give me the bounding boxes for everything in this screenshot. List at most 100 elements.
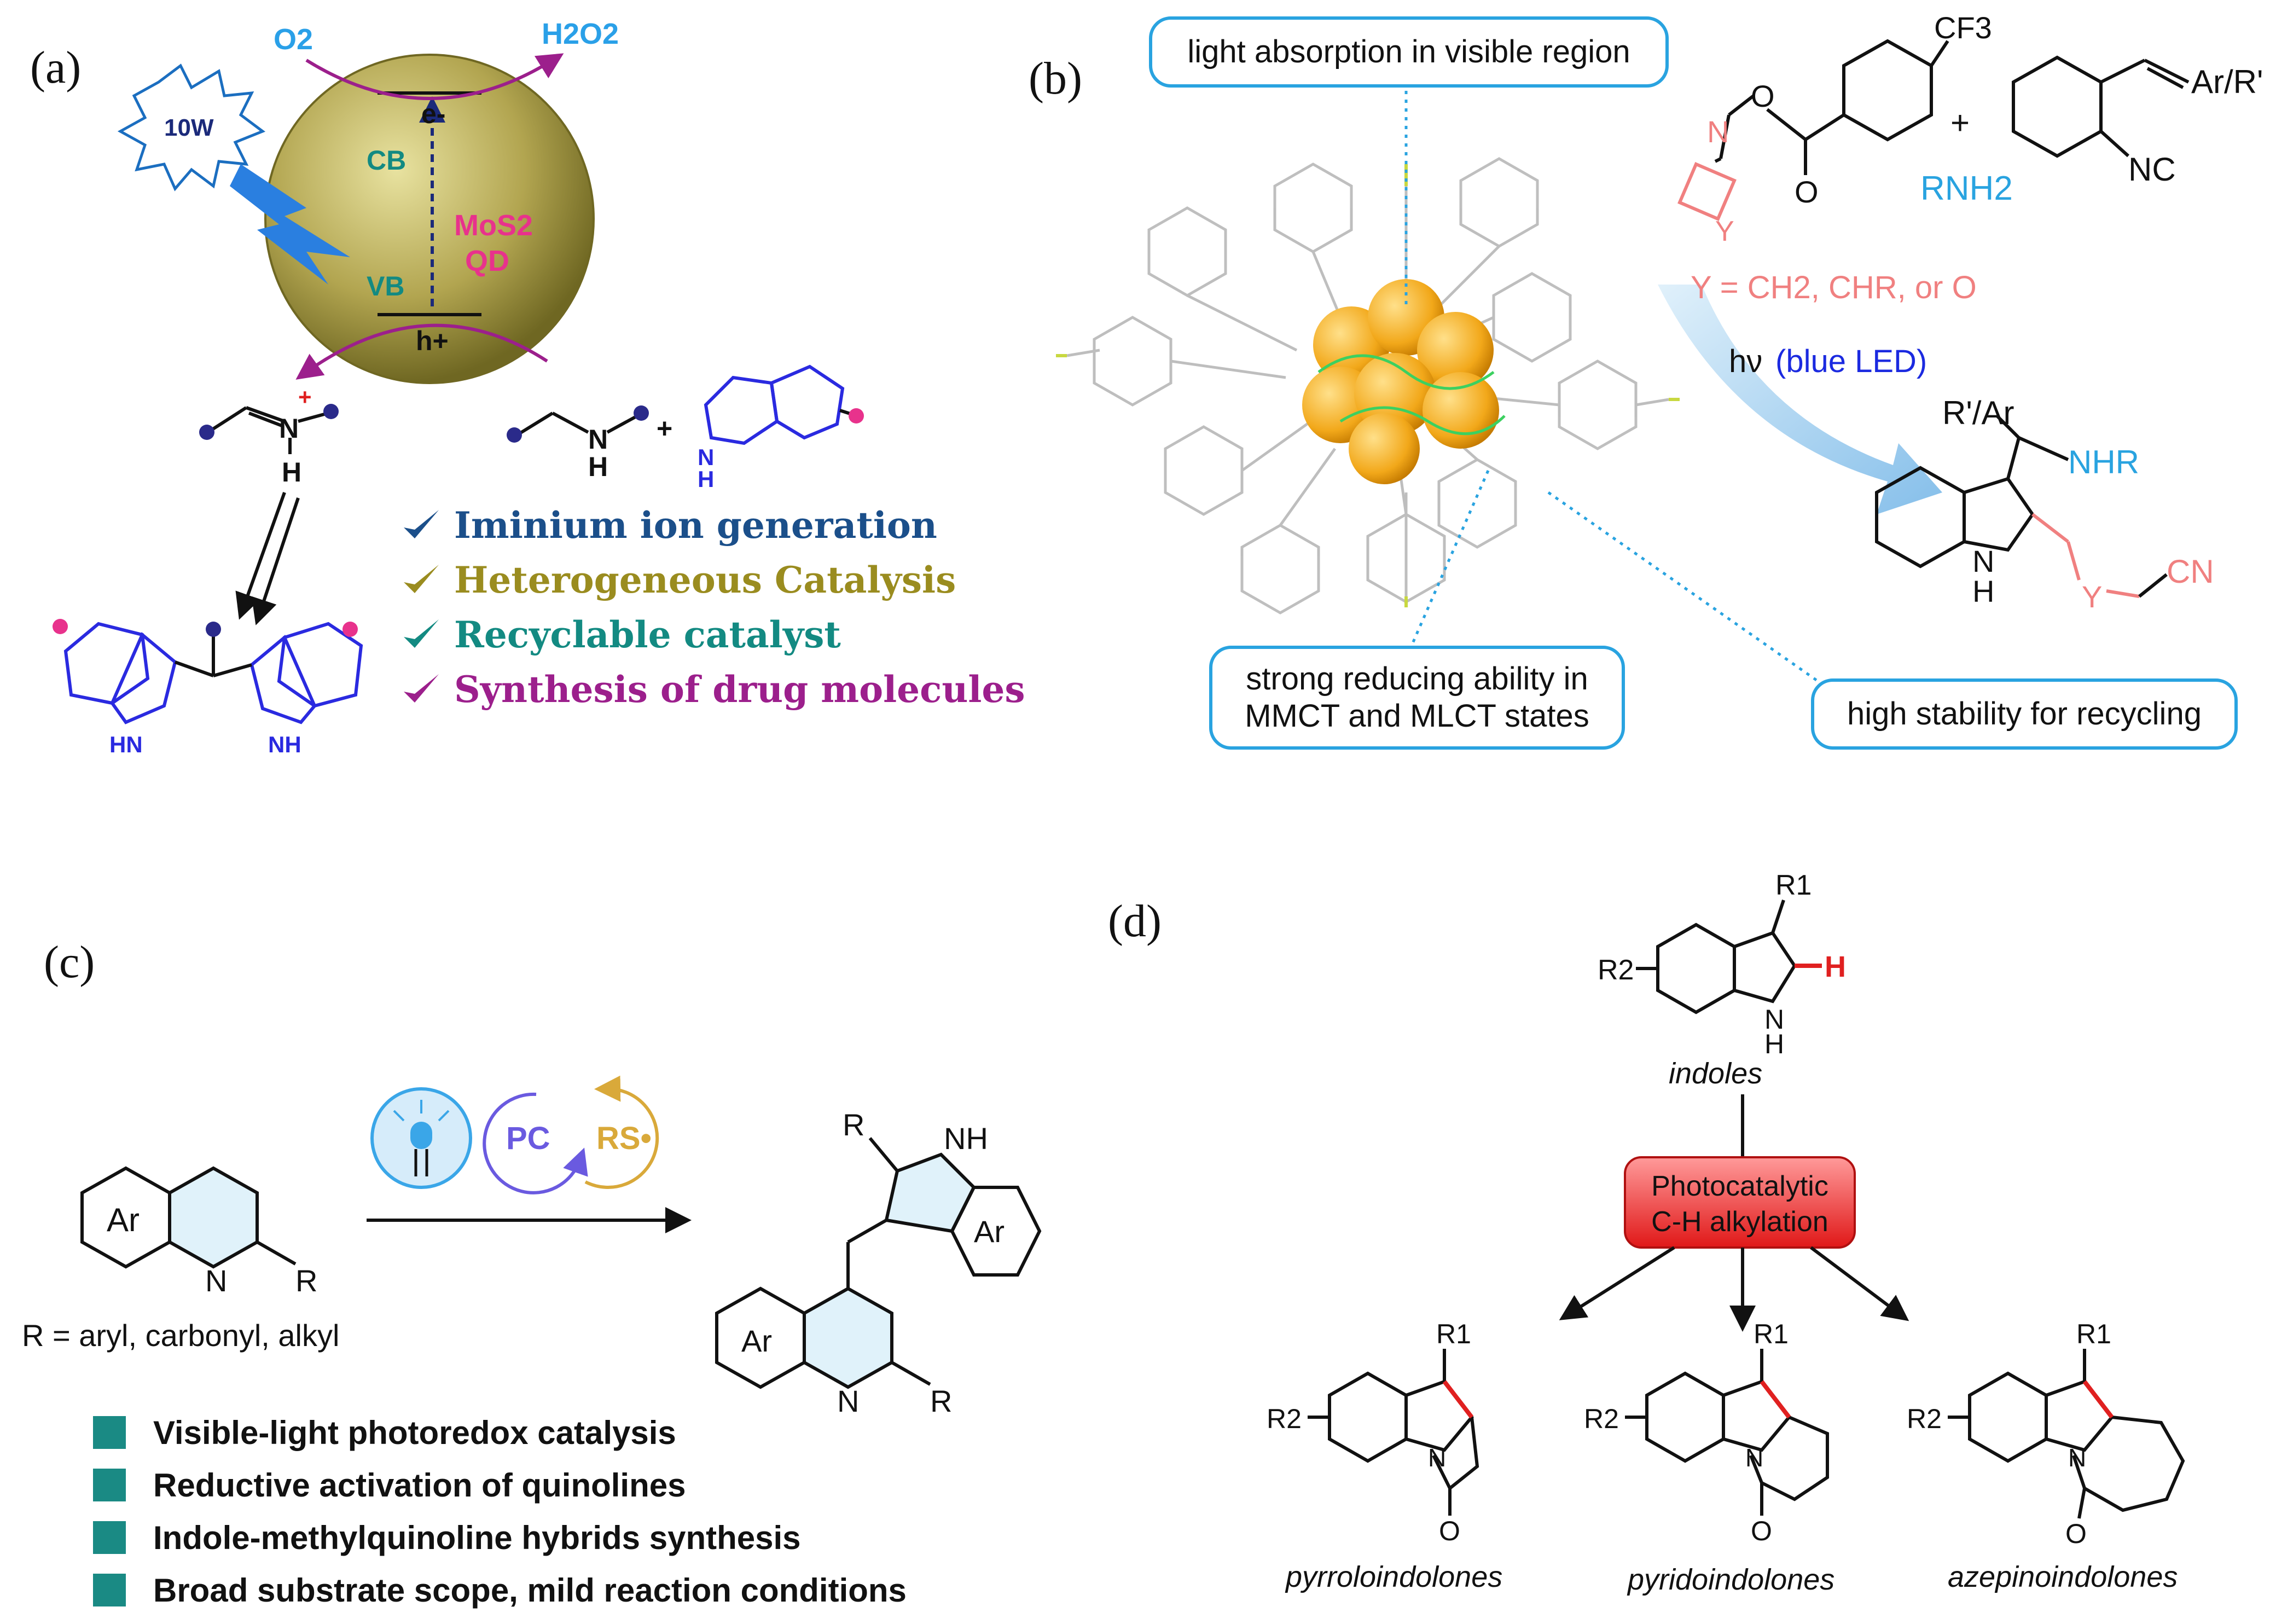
- product-r-top: R: [843, 1107, 864, 1142]
- check-item: Heterogeneous Catalysis: [399, 553, 1025, 607]
- callout-light-absorption: light absorption in visible region: [1149, 16, 1669, 88]
- panel-c: (c) Ar N R R = aryl, carbonyl, alkyl: [0, 854, 1094, 1624]
- electron-label: e-: [421, 98, 445, 129]
- panel-d: (d) R1 R2 H N H indoles Photocatalytic: [1094, 854, 2270, 1624]
- product-ar-quinoline: Ar: [741, 1324, 772, 1358]
- prod3-o: O: [2065, 1518, 2087, 1549]
- amine: [516, 411, 638, 437]
- reactant-r: R: [295, 1263, 317, 1298]
- lamp-burst-icon: [117, 63, 266, 192]
- h2o2-label: H2O2: [542, 18, 619, 50]
- rs-label: RS•: [596, 1121, 652, 1156]
- svg-text:+: +: [657, 413, 672, 444]
- oxime-ester: [1728, 39, 1949, 175]
- indole-quinoline-product: [715, 1137, 1042, 1389]
- prod2-r1: R1: [1754, 1319, 1789, 1349]
- pyrroloindolone: [1308, 1349, 1479, 1516]
- product-h-label: H: [1972, 574, 1994, 608]
- feature-bullet: [93, 1469, 126, 1501]
- box-line-1: Photocatalytic: [1651, 1170, 1828, 1202]
- indole-substrate: [1636, 900, 1797, 1014]
- prod1-n: N: [1428, 1443, 1446, 1472]
- checkmark-icon: [404, 510, 439, 538]
- feature-bullet: [93, 1574, 126, 1606]
- check-item: Recyclable catalyst: [399, 607, 1025, 662]
- prod2-r2: R2: [1584, 1403, 1619, 1434]
- product-cn-label: CN: [2167, 553, 2214, 590]
- panel-a-checklist: Iminium ion generation Heterogeneous Cat…: [399, 498, 1025, 717]
- svg-text:N: N: [698, 444, 714, 470]
- panel-c-scheme: Ar N R R = aryl, carbonyl, alkyl PC RS•: [22, 1075, 1042, 1418]
- hv-arrow: [1658, 285, 1942, 514]
- svg-text:H: H: [588, 451, 608, 482]
- indole-n: N: [1764, 1004, 1784, 1035]
- indole-h: H: [1825, 950, 1846, 983]
- checkmark-icon: [404, 565, 439, 593]
- feature-item: Visible-light photoredox catalysis: [93, 1406, 907, 1459]
- pyridoindolone: [1625, 1349, 1829, 1516]
- quinoline-reactant: [80, 1166, 297, 1269]
- catalyst-label-1: MoS2: [454, 209, 533, 242]
- feature-text: Visible-light photoredox catalysis: [153, 1414, 676, 1451]
- cluster-core: [1302, 279, 1499, 484]
- prod2-o: O: [1751, 1516, 1772, 1546]
- oxime-n: N: [1707, 114, 1729, 149]
- prod1-r1: R1: [1436, 1319, 1471, 1349]
- o2-label: O2: [274, 23, 313, 56]
- callout-text-line1: strong reducing ability in: [1246, 660, 1588, 697]
- isocyanide: [2012, 55, 2190, 158]
- panel-a-scheme: O2 H2O2 CB VB e- h+ MoS2 QD 10W N + H: [53, 18, 864, 757]
- feature-text: Reductive activation of quinolines: [153, 1466, 686, 1504]
- prod3-r2: R2: [1907, 1403, 1942, 1434]
- panel-b-scheme: N O O Y CF3 + RNH2 Ar/R' NC Y = CH2, CHR…: [1056, 10, 2263, 686]
- reactant-ar: Ar: [107, 1202, 140, 1238]
- callout-text: light absorption in visible region: [1187, 33, 1630, 69]
- product-n: N: [837, 1384, 859, 1418]
- check-item-text: Heterogeneous Catalysis: [454, 559, 956, 601]
- indole-a: [704, 364, 854, 445]
- plus-label: +: [1950, 105, 1970, 141]
- prod3-n: N: [2068, 1443, 2086, 1472]
- indole-r1: R1: [1775, 869, 1812, 901]
- product-b: [1875, 414, 2069, 569]
- oxime-o: O: [1751, 79, 1775, 113]
- r-definition: R = aryl, carbonyl, alkyl: [22, 1318, 339, 1353]
- hole-label: h+: [416, 326, 449, 356]
- prod2-n: N: [1745, 1443, 1763, 1472]
- feature-text: Broad substrate scope, mild reaction con…: [153, 1571, 907, 1609]
- svg-text:N: N: [279, 413, 299, 444]
- product-label-1: pyrroloindolones: [1285, 1561, 1502, 1593]
- indole-r2: R2: [1598, 954, 1634, 986]
- reactant-n: N: [205, 1263, 227, 1298]
- product-nh: NH: [944, 1121, 988, 1156]
- panel-c-label: (c): [44, 937, 95, 988]
- vb-label: VB: [367, 271, 404, 301]
- panel-a-label: (a): [30, 42, 82, 93]
- panel-b: (b): [1012, 0, 2270, 821]
- prod3-r1: R1: [2076, 1319, 2111, 1349]
- indoles-label: indoles: [1669, 1057, 1762, 1090]
- prod1-o: O: [1439, 1516, 1460, 1546]
- feature-item: Reductive activation of quinolines: [93, 1459, 907, 1511]
- svg-text:H: H: [282, 457, 301, 488]
- callout-text: high stability for recycling: [1847, 695, 2202, 732]
- product-ar-indole: Ar: [974, 1214, 1005, 1249]
- cb-label: CB: [367, 145, 406, 176]
- product-r-label: R'/Ar: [1942, 395, 2014, 431]
- checkmark-icon: [404, 674, 439, 703]
- check-item: Iminium ion generation: [399, 498, 1025, 553]
- check-item-text: Iminium ion generation: [454, 504, 937, 547]
- product-label-2: pyridoindolones: [1627, 1563, 1834, 1596]
- photocatalytic-box: [1624, 1156, 1856, 1249]
- check-item-text: Synthesis of drug molecules: [454, 668, 1025, 711]
- panel-b-label: (b): [1029, 53, 1082, 104]
- bis-indolylmethane: [63, 622, 363, 724]
- rnh2-label: RNH2: [1920, 170, 2013, 207]
- pc-label: PC: [506, 1121, 550, 1156]
- svg-text:HN: HN: [109, 732, 143, 757]
- lamp-label: 10W: [164, 114, 214, 141]
- hv-label: hν: [1729, 344, 1762, 379]
- led-label: (blue LED): [1775, 344, 1927, 379]
- svg-text:+: +: [298, 384, 312, 410]
- svg-text:NH: NH: [268, 732, 301, 757]
